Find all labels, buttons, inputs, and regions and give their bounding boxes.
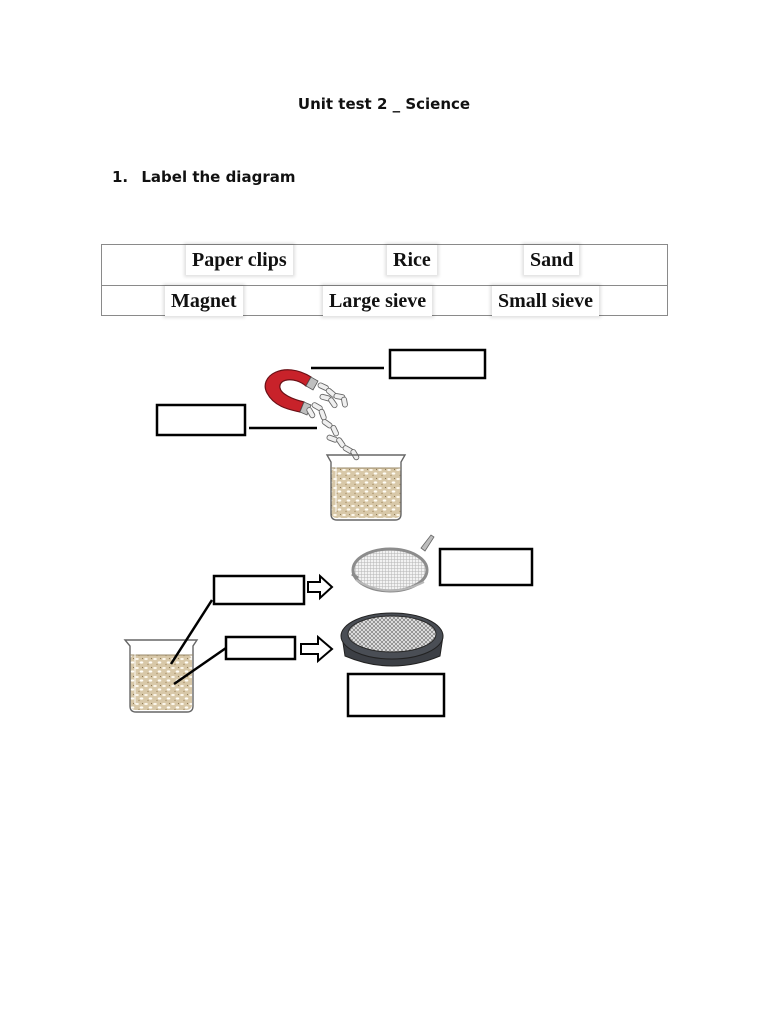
leader-line [173, 646, 227, 686]
beaker-icon [325, 454, 407, 521]
word-chip-small-sieve[interactable]: Small sieve [492, 286, 599, 316]
large-sieve-icon [340, 612, 444, 667]
answer-box-paper-clips[interactable] [388, 348, 487, 380]
answer-box-small-sieve[interactable] [438, 547, 534, 587]
paper-clips-icon [306, 382, 360, 461]
beaker-icon [123, 639, 199, 713]
leader-line [169, 599, 214, 665]
answer-box-magnet[interactable] [155, 403, 247, 437]
word-chip-rice[interactable]: Rice [387, 245, 437, 275]
magnet-icon [264, 369, 319, 416]
arrow-icon [300, 634, 334, 664]
word-chip-paper-clips[interactable]: Paper clips [186, 245, 293, 275]
arrow-icon [307, 573, 334, 601]
answer-box-rice[interactable] [212, 574, 306, 606]
small-sieve-icon [351, 534, 435, 593]
word-chip-large-sieve[interactable]: Large sieve [323, 286, 433, 316]
answer-box-sand[interactable] [224, 635, 297, 661]
question-heading: 1. Label the diagram [112, 168, 295, 186]
answer-box-large-sieve[interactable] [346, 672, 446, 718]
page-title: Unit test 2 _ Science [297, 95, 471, 113]
word-bank-divider [102, 285, 667, 286]
word-chip-sand[interactable]: Sand [524, 245, 580, 275]
question-text: Label the diagram [141, 168, 296, 186]
question-number: 1. [112, 168, 129, 186]
word-chip-magnet[interactable]: Magnet [165, 286, 243, 316]
